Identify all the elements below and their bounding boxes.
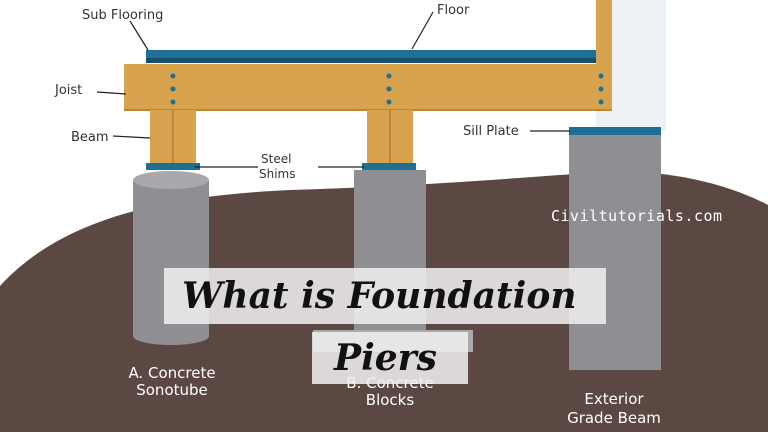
sill-plate	[569, 127, 661, 135]
label-sonotube-line1: A. Concrete	[128, 364, 215, 382]
floor-layer	[146, 50, 596, 58]
page-title-line1: What is Foundation	[182, 275, 577, 317]
label-sonotube-line2: Sonotube	[136, 381, 208, 399]
label-beam: Beam	[71, 130, 109, 145]
label-joist: Joist	[54, 83, 82, 98]
steel-shim-left	[146, 163, 200, 170]
leader-lines	[96, 11, 570, 168]
joist-fasteners	[170, 73, 604, 105]
label-grade-beam-line1: Exterior	[584, 390, 644, 408]
title-band-line2	[312, 332, 468, 384]
page-title-line2: Piers	[334, 337, 437, 379]
label-sill-plate: Sill Plate	[463, 124, 519, 139]
label-steel-shims-line2: Shims	[259, 167, 296, 181]
sub-flooring-layer	[146, 58, 596, 63]
label-steel-shims-line1: Steel	[261, 152, 291, 166]
title-band-line1	[164, 268, 606, 324]
label-sub-flooring: Sub Flooring	[82, 8, 163, 23]
sonotube-pier-bottom	[133, 327, 209, 345]
steel-shim-middle	[362, 163, 416, 170]
watermark: Civiltutorials.com	[551, 207, 723, 225]
label-grade-beam-line2: Grade Beam	[567, 409, 661, 427]
sonotube-pier-top	[133, 171, 209, 189]
exterior-grade-beam	[569, 135, 661, 370]
exterior-wall-stud	[596, 0, 612, 64]
label-floor: Floor	[437, 3, 470, 18]
label-blocks-line2: Blocks	[366, 391, 415, 409]
joist	[124, 64, 612, 110]
